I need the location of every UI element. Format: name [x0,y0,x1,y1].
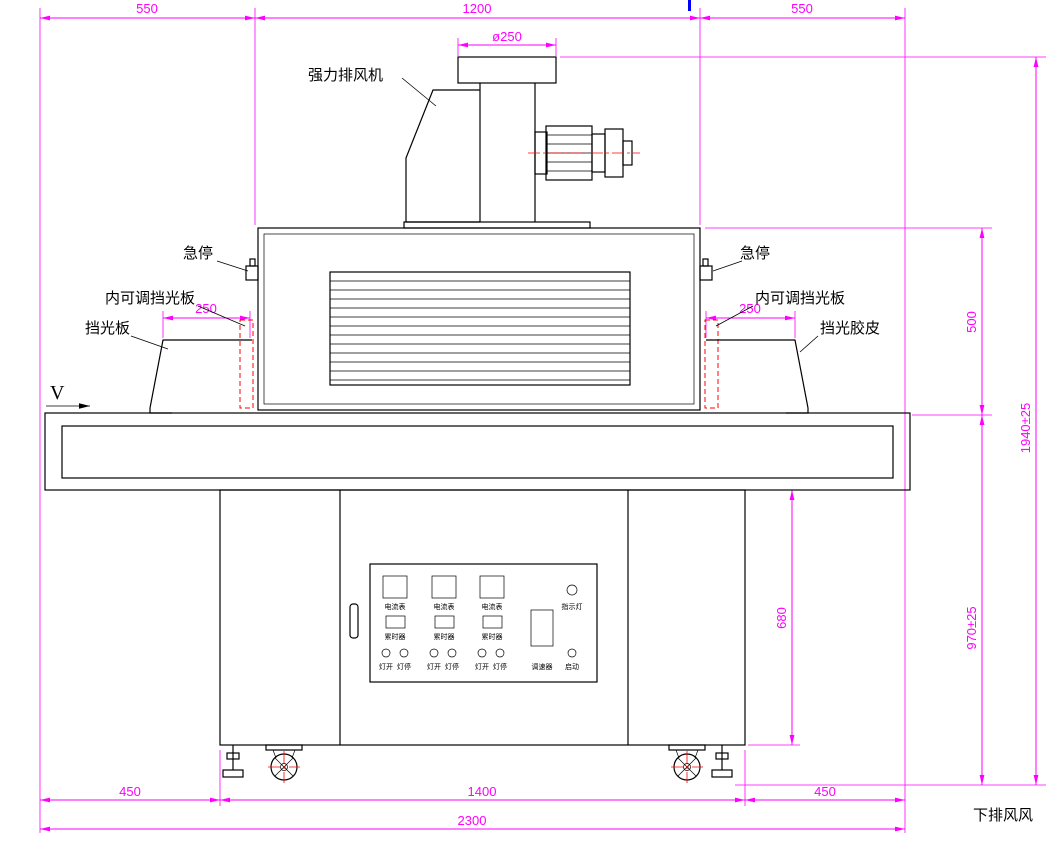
timer-1-label: 累时器 [385,632,406,641]
casters-and-feet [222,744,733,783]
caster-left [265,744,303,783]
exhaust-fan-assembly [403,56,640,229]
conveyor-table [44,412,911,491]
fan-outlet-flange [457,56,557,84]
direction-v-label: V [50,382,65,404]
emergency-stop-button-left[interactable] [245,258,259,281]
inner-adjustable-shield-label-left: 内可调挡光板 [105,289,195,307]
light-shield-label: 挡光板 [85,319,130,337]
lamp-on-button-1[interactable] [381,648,391,658]
dim-uv-box-height: 500 [964,311,979,333]
lamp-off-label-3: 灯停 [493,662,507,671]
uv-box-inner [263,233,695,405]
door-handle[interactable] [349,603,359,639]
fan-volute-housing [405,89,480,223]
timer-2-label: 累时器 [434,632,455,641]
indicator-lamp [566,584,578,596]
emergency-stop-button-right[interactable] [699,258,713,281]
light-shield-left [149,339,252,414]
lamp-off-button-3[interactable] [495,648,505,658]
dimension-extension-lines [39,8,1046,833]
emergency-stop-label-right: 急停 [740,245,770,262]
control-panel-frame [369,563,598,683]
leveling-foot-left [222,745,244,778]
ammeter-2-label: 电流表 [434,602,455,611]
light-shield-rubber-right [706,339,809,414]
lower-cabinet [219,489,746,746]
dim-top-center: 1200 [463,1,492,16]
timer-1[interactable] [385,615,406,629]
caster-right [668,744,706,783]
dim-top-left: 550 [136,1,158,16]
motor-fins [546,134,592,172]
start-button[interactable] [567,648,577,658]
indicator-lamp-label: 指示灯 [562,602,583,611]
ammeter-2 [431,575,457,599]
bottom-exhaust-note: 下排风风 [973,807,1033,824]
emergency-stop-label-left: 急停 [183,245,213,262]
start-label: 启动 [565,662,579,671]
timer-2[interactable] [434,615,455,629]
lamp-off-label-2: 灯停 [445,662,459,671]
cropped-blue-mark [688,0,691,11]
lamp-off-button-1[interactable] [399,648,409,658]
fan-duct [479,83,536,222]
dim-cabinet-height: 680 [774,607,789,629]
inner-adjustable-shield-right [704,319,719,409]
leveling-foot-right [711,745,733,778]
ammeter-3-label: 电流表 [482,602,503,611]
dim-top-right: 550 [791,1,813,16]
lamp-on-label-3: 灯开 [475,662,489,671]
lamp-on-label-2: 灯开 [427,662,441,671]
lamp-off-button-2[interactable] [447,648,457,658]
dim-bottom-left: 450 [119,784,141,799]
ammeter-1 [382,575,408,599]
inner-adjustable-shield-label-right: 内可调挡光板 [755,289,845,307]
dim-bottom-center: 1400 [468,784,497,799]
dim-left-shield: 250 [195,301,217,316]
speed-controller-knob[interactable] [530,609,554,647]
ammeter-1-label: 电流表 [385,602,406,611]
louver-panel [329,271,631,386]
dimension-lines [40,15,1039,832]
speed-controller-label: 调速器 [532,662,553,671]
lamp-on-button-2[interactable] [429,648,439,658]
dim-bottom-right: 450 [814,784,836,799]
side-shields [149,339,809,414]
dim-fan-diameter: ø250 [492,29,522,44]
callout-labels: 强力排风机 急停 急停 内可调挡光板 内可调挡光板 挡光板 挡光胶皮 V 下排风… [46,67,1033,824]
lamp-on-label-1: 灯开 [379,662,393,671]
uv-box [239,227,719,411]
ammeter-3 [479,575,505,599]
dim-right-shield: 250 [739,301,761,316]
louver-slats [330,280,630,381]
exhaust-fan-label: 强力排风机 [308,67,383,84]
dim-overall-width: 2300 [458,813,487,828]
timer-3[interactable] [482,615,503,629]
light-shield-rubber-label: 挡光胶皮 [820,320,880,337]
inner-adjustable-shield-left [239,319,254,409]
dim-total-height: 1940±25 [1018,403,1033,454]
uv-box-outer [257,227,701,411]
conveyor-belt-slot [61,425,894,479]
fan-base [403,221,591,229]
cabinet-body [219,489,746,746]
timer-3-label: 累时器 [482,632,503,641]
control-panel: 电流表 电流表 电流表 累时器 累时器 累时器 指示灯 灯开 灯停 灯开 灯停 … [369,563,598,683]
lamp-on-button-3[interactable] [477,648,487,658]
lamp-off-label-1: 灯停 [397,662,411,671]
dim-table-height: 970±25 [964,606,979,649]
